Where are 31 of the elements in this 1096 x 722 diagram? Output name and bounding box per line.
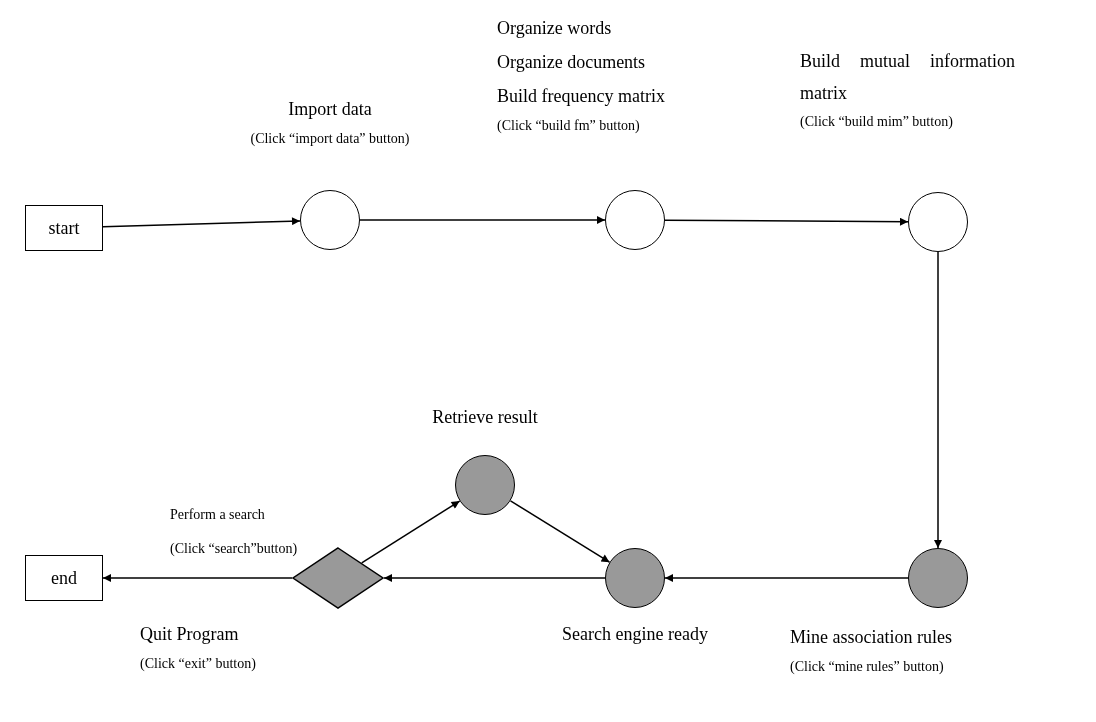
button-hint: (Click “import data” button): [250, 130, 410, 148]
arrow: [509, 500, 611, 563]
step-caption: Quit Program: [140, 623, 239, 646]
state-circle: [908, 192, 968, 252]
step-caption: Mine association rules: [790, 626, 952, 649]
step-caption: Organize words: [497, 17, 612, 40]
step-caption: Import data: [288, 98, 372, 121]
step-caption: Organize documents: [497, 51, 646, 74]
step-caption: Retrieve result: [432, 406, 538, 429]
state-circle: [908, 548, 968, 608]
button-hint: (Click “build mim” button): [800, 113, 953, 131]
arrow: [383, 574, 606, 582]
state-circle: [300, 190, 360, 250]
button-hint: (Click “mine rules” button): [790, 658, 944, 676]
terminal-box: end: [25, 555, 103, 601]
arrow: [361, 500, 461, 564]
state-circle: [605, 548, 665, 608]
arrow: [359, 216, 606, 224]
state-circle: [605, 190, 665, 250]
state-circle: [455, 455, 515, 515]
arrow: [934, 251, 942, 549]
button-hint: (Click “build fm” button): [497, 117, 640, 135]
arrow: [102, 217, 301, 228]
step-caption: Build mutual information matrix: [800, 50, 1015, 105]
terminal-box: start: [25, 205, 103, 251]
arrow: [664, 574, 909, 582]
step-caption: Build frequency matrix: [497, 85, 665, 108]
arrow: [664, 217, 909, 226]
arrow: [102, 574, 293, 582]
button-hint: (Click “exit” button): [140, 655, 256, 673]
step-caption: Search engine ready: [562, 623, 708, 646]
